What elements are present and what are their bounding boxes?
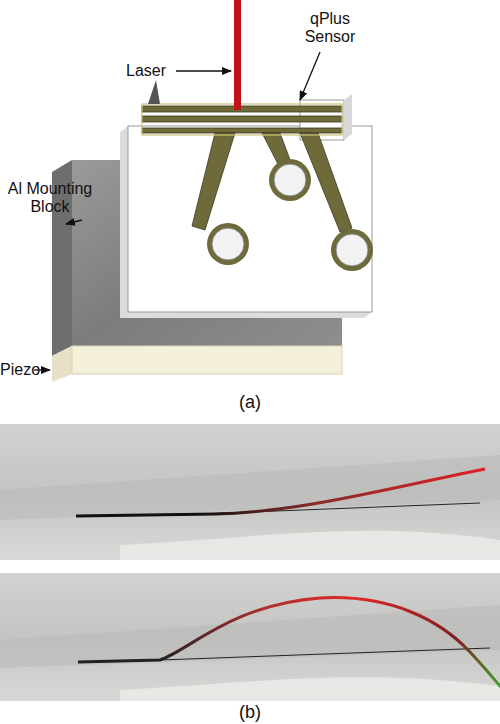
rest-line [160,648,490,660]
sensor-outline [142,104,342,135]
piezo-side [52,346,72,382]
post-side [344,94,352,140]
leader-arrows [34,52,320,370]
laser-beam [234,0,241,110]
part-label: qPlus Sensor [300,10,360,47]
deflection-curve [78,598,500,692]
plate-edge [120,126,372,318]
qplus-sensor [142,106,352,232]
part-label: Laser [126,62,186,80]
mode-panel [0,573,500,701]
mount-holes [207,159,373,271]
piezo [72,346,342,374]
part-label: Al Mounting Block [2,180,98,217]
deflection-curve [76,469,485,516]
sensor-plate [128,126,372,312]
panel-label: (b) [220,702,280,723]
panel-label: (a) [220,392,280,413]
part-label: Piezo [0,361,46,379]
mode-panel [0,424,500,560]
tip [148,80,160,104]
